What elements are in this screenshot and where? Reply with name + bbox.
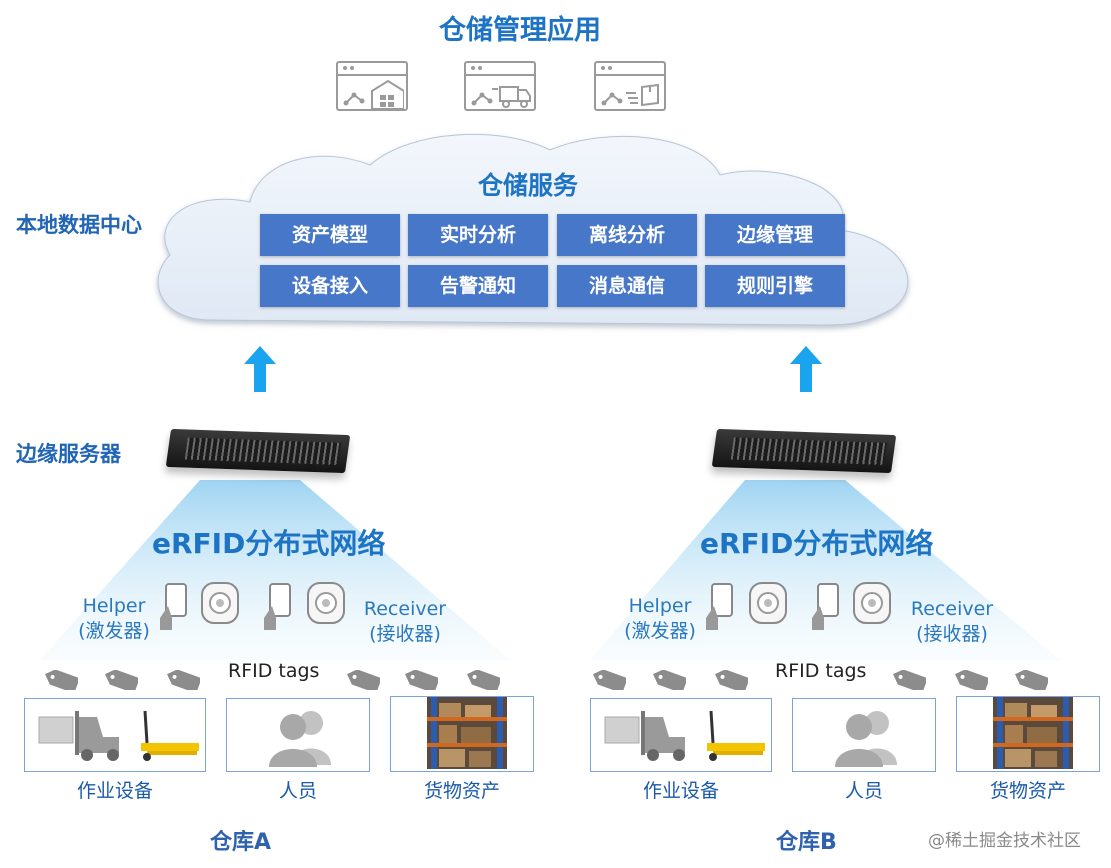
pallet-jack-icon [141,710,199,761]
helper-tablet-icon [160,583,187,630]
goods-box-b [956,696,1100,772]
forklift-icon [604,711,685,761]
signal-beams [40,480,1060,660]
rfid-tag-icon [467,670,500,690]
warehouse-shelves-image [427,697,507,769]
up-arrow-icon [244,346,276,392]
edge-server-icon [711,428,897,474]
rfid-tag-icon [1015,670,1048,690]
rfid-tag-icon [405,670,438,690]
receiver-tablet-icon [264,583,291,630]
rfid-tag-icon [45,670,78,690]
cloud-title: 仓储服务 [477,171,578,200]
rfid-tag-icon [593,670,626,690]
service-asset-model: 资产模型 [260,214,400,256]
helper-label-b: Helper(激发器) [624,595,696,642]
service-offline-analysis: 离线分析 [557,214,697,256]
up-arrow-icon [790,346,822,392]
goods-box-a [390,696,534,772]
page-title: 仓储管理应用 [439,15,601,46]
receiver-tablet-icon [812,583,839,630]
network-title-b: eRFID分布式网络 [700,527,934,560]
service-edge-management: 边缘管理 [705,214,845,256]
watermark: @稀土掘金技术社区 [928,831,1081,851]
personnel-box-b [792,698,936,772]
equipment-box-b [590,698,772,772]
people-icon [269,711,331,767]
receiver-sensor-icon [307,582,345,624]
warehouse-b-label: 仓库B [776,830,837,855]
service-realtime-analysis: 实时分析 [408,214,548,256]
rfid-tag-icon [653,670,686,690]
delivery-truck-dashboard-icon [464,61,536,111]
helper-sensor-icon [749,582,787,624]
helper-sensor-icon [201,582,239,624]
forklift-icon [38,711,119,761]
helper-label-a: Helper(激发器) [78,595,150,642]
rfid-tag-icon [167,670,200,690]
category-goods-b: 货物资产 [989,780,1066,802]
data-center-label: 本地数据中心 [16,213,142,237]
rfid-tag-icon [105,670,138,690]
network-title-a: eRFID分布式网络 [152,527,386,560]
category-personnel-a: 人员 [278,780,317,802]
edge-server-label: 边缘服务器 [16,442,121,466]
category-equipment-a: 作业设备 [76,780,153,802]
helper-tablet-icon [706,583,733,630]
pallet-jack-icon [707,710,765,761]
people-icon [835,711,897,767]
package-dashboard-icon [594,61,666,111]
category-equipment-b: 作业设备 [642,780,719,802]
service-device-access: 设备接入 [260,265,400,307]
rfid-tags-label-a: RFID tags [228,660,320,682]
service-message-communication: 消息通信 [557,265,697,307]
warehouse-shelves-image [993,697,1073,769]
rfid-tag-icon [893,670,926,690]
rfid-tag-icon [347,670,380,690]
category-goods-a: 货物资产 [423,780,500,802]
edge-server-icon [165,428,351,474]
rfid-tag-icon [955,670,988,690]
rfid-tag-icon [715,670,748,690]
service-rule-engine: 规则引擎 [705,265,845,307]
receiver-label-a: Receiver(接收器) [363,598,447,645]
rfid-tags-label-b: RFID tags [775,660,867,682]
personnel-box-a [226,698,370,772]
equipment-box-a [24,698,206,772]
receiver-sensor-icon [853,582,891,624]
category-personnel-b: 人员 [844,780,883,802]
receiver-label-b: Receiver(接收器) [910,598,994,645]
service-alarm-notification: 告警通知 [408,265,548,307]
warehouse-dashboard-icon [336,61,408,111]
warehouse-a-label: 仓库A [210,830,272,855]
